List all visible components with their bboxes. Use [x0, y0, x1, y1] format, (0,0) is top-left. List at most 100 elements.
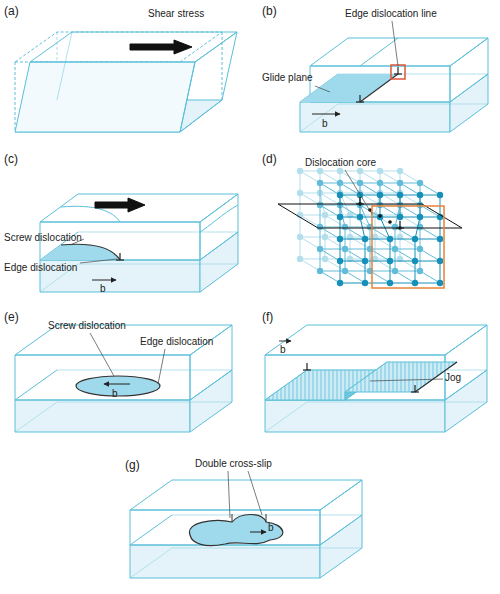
edge-dislocation-symbol [303, 363, 311, 370]
glide-plane-edge [172, 515, 362, 516]
atom [357, 214, 363, 220]
dislocation-loop [76, 376, 160, 396]
atom [337, 236, 343, 242]
lattice-bond [380, 183, 400, 195]
lattice-bond [320, 227, 321, 249]
lattice-bond [320, 227, 340, 239]
panel-letter: (c) [4, 152, 18, 166]
slip-step [360, 38, 398, 66]
slip-step [61, 206, 120, 222]
lower-block-side [320, 515, 362, 578]
lattice-bond [300, 171, 301, 193]
lattice-bond [345, 227, 365, 239]
annotation-label: Edge dislocation line [345, 8, 437, 20]
edge-dislocation-symbol [116, 253, 124, 260]
panel-a [15, 32, 237, 132]
hidden-edge [78, 264, 238, 265]
upper-block-side [450, 38, 488, 102]
lattice-bond [325, 237, 326, 259]
atom [412, 236, 418, 242]
edge-dislocation-symbol [394, 67, 402, 74]
lower-block-side [450, 74, 488, 132]
vector-arrow [279, 341, 291, 342]
lower-block-front [300, 102, 450, 132]
hidden-edge [130, 548, 172, 578]
burgers-vector [250, 532, 266, 533]
lattice-bond [300, 215, 301, 237]
annotation-label: b [100, 283, 106, 295]
lattice-bond [440, 261, 441, 283]
lattice-bond [300, 171, 320, 183]
sheared-front [15, 62, 195, 132]
lattice-bond [325, 215, 326, 237]
dislocation-loop [189, 515, 282, 546]
hidden-edge [57, 402, 232, 403]
lattice-bond [420, 249, 440, 261]
glide-plane-edge [15, 370, 57, 400]
atom [437, 280, 443, 286]
dislocation-loop [61, 244, 120, 260]
lattice-bond [320, 171, 340, 183]
dislocation-line [360, 74, 398, 102]
symbol-stroke [414, 385, 415, 392]
lattice-bond [420, 227, 421, 249]
lattice-bond [370, 249, 371, 271]
atom [362, 280, 368, 286]
hidden-edge [265, 402, 307, 432]
lattice-bond [390, 239, 391, 261]
lattice-bond [440, 239, 441, 261]
lattice-bond [340, 261, 341, 283]
annotation-label: Screw dislocation [4, 232, 82, 244]
panel-g [130, 471, 362, 578]
leader-line [158, 349, 165, 384]
leader-line [80, 259, 117, 263]
lattice-bond [420, 205, 440, 217]
lattice-bond [340, 195, 341, 217]
lattice-bond [320, 249, 321, 271]
atom [412, 258, 418, 264]
lattice-bond [395, 227, 396, 249]
edge-dislocation-symbol [356, 197, 364, 204]
glide-plane-edge [78, 232, 238, 233]
core-point [388, 220, 392, 224]
lattice-bond [395, 227, 415, 239]
lattice-bond [320, 183, 340, 195]
lattice-bond [320, 249, 340, 261]
annotation-label: Double cross-slip [195, 458, 272, 470]
lattice-bond [340, 239, 341, 261]
original-outline [15, 62, 16, 132]
annotation-label: b [322, 118, 328, 130]
lattice-bond [340, 217, 440, 218]
upper-block-top [265, 325, 487, 355]
lattice-bond [340, 195, 440, 196]
atom [437, 258, 443, 264]
edge-dislocation-symbol [356, 95, 364, 102]
lattice-bond [420, 249, 421, 271]
panel-letter: (d) [262, 152, 277, 166]
original-outline [15, 32, 222, 62]
atom [437, 236, 443, 242]
panel-b [300, 21, 488, 132]
lattice-bond [350, 237, 351, 259]
atom [397, 214, 403, 220]
symbol-stroke [397, 67, 398, 74]
annotation-label: b [112, 388, 118, 400]
leader-line [370, 379, 443, 381]
annotation-label: Jog [445, 372, 461, 384]
leader-line [315, 86, 330, 92]
atom [437, 192, 443, 198]
atom [417, 192, 423, 198]
upper-block-front [130, 510, 320, 545]
cross-slip-step [266, 514, 267, 522]
panel-letter: (b) [262, 4, 277, 18]
hidden-edge [172, 548, 362, 549]
atom [387, 280, 393, 286]
lattice-bond [415, 239, 416, 261]
lattice-bond [420, 271, 440, 283]
panel-d [278, 168, 462, 288]
burgers-vector [104, 384, 130, 385]
panel-f [265, 325, 487, 432]
lattice-bond [395, 271, 415, 283]
annotation-label: Screw dislocation [48, 320, 126, 332]
